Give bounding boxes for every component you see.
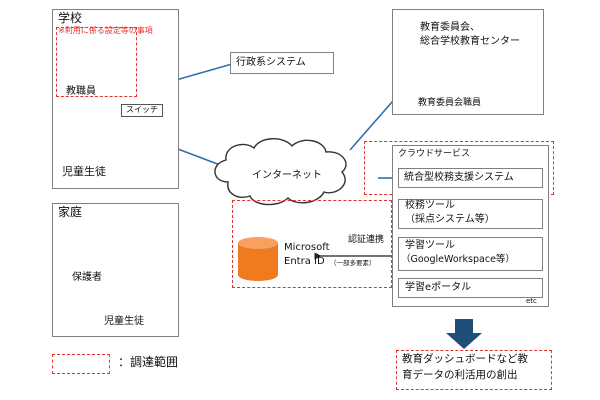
internet-label: インターネット xyxy=(252,170,322,181)
portal-label: 学習eポータル xyxy=(405,282,472,293)
auth-sub: （一部多要素） xyxy=(330,259,376,267)
school-tool-box xyxy=(398,199,543,229)
school-scope-note: ※利用に係る設定等の事項 xyxy=(58,26,153,35)
entra-line1: Microsoft xyxy=(284,242,330,253)
school-box xyxy=(52,9,179,189)
scope-lower-dashed-box xyxy=(232,200,392,288)
etc-label: etc xyxy=(526,297,537,305)
guardian-label: 保護者 xyxy=(72,272,102,283)
board-title-line1: 教育委員会、 xyxy=(420,22,480,33)
switch-label: スイッチ xyxy=(121,104,163,117)
board-staff-label: 教育委員会職員 xyxy=(418,98,482,108)
legend-label: ：調達範囲 xyxy=(118,355,179,369)
outcome-dashed-box xyxy=(396,350,552,390)
database-icon xyxy=(238,237,278,281)
home-box xyxy=(52,203,179,337)
cloud-services-title: クラウドサービス xyxy=(398,149,471,159)
legend-dashed-sample xyxy=(52,354,110,374)
students-label: 児童生徒 xyxy=(62,165,106,178)
admin-system-box xyxy=(230,52,334,74)
admin-system-label: 行政系システム xyxy=(236,57,306,68)
internet-cloud-icon xyxy=(214,138,347,206)
board-box xyxy=(392,9,544,115)
learning-tool-box xyxy=(398,237,543,271)
school-tool-sub: （採点システム等） xyxy=(405,214,495,225)
school-tool-label: 校務ツール xyxy=(405,200,455,211)
staff-label: 教職員 xyxy=(66,86,96,97)
auth-label: 認証連携 xyxy=(348,235,385,245)
home-student-label: 児童生徒 xyxy=(104,316,144,327)
outcome-line1: 教育ダッシュボードなど教 xyxy=(402,353,528,365)
down-arrow-icon xyxy=(446,319,482,349)
learning-tool-label: 学習ツール xyxy=(405,240,455,251)
integrated-system-label: 統合型校務支援システム xyxy=(404,172,514,183)
home-title: 家庭 xyxy=(58,205,83,219)
board-title-line2: 総合学校教育センター xyxy=(420,36,520,47)
school-title: 学校 xyxy=(58,11,83,25)
integrated-system-box xyxy=(398,168,543,188)
entra-line2: Entra ID xyxy=(284,256,325,267)
portal-box xyxy=(398,278,543,298)
outcome-line2: 育データの利活用の創出 xyxy=(402,369,518,381)
school-scope-dashed-box xyxy=(56,27,137,97)
learning-tool-sub: （GoogleWorkspace等） xyxy=(401,254,515,265)
